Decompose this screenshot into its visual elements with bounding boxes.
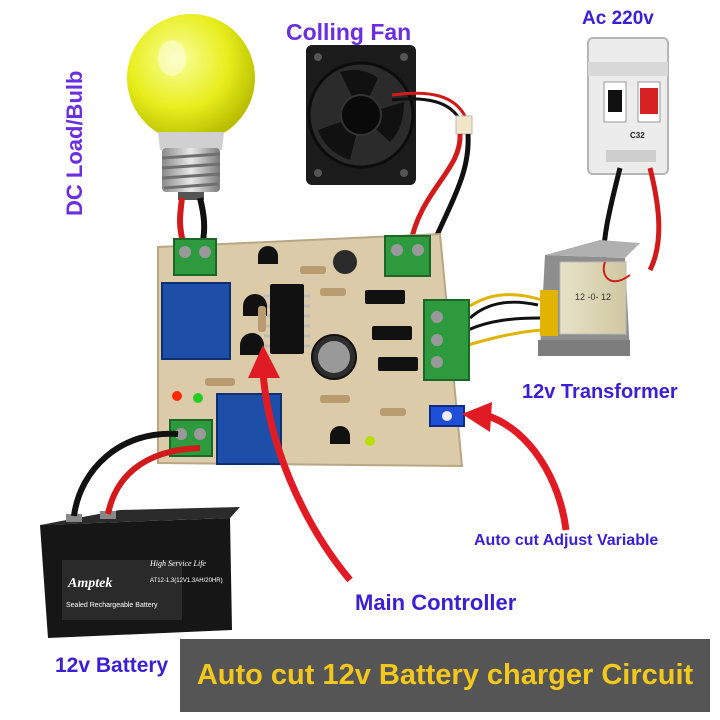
- label-ac-220v: Ac 220v: [582, 8, 654, 29]
- label-main-controller: Main Controller: [355, 590, 517, 615]
- arrow-main-controller: [248, 345, 353, 583]
- banner-title: Auto cut 12v Battery charger Circuit: [196, 659, 694, 691]
- dc-bulb: [127, 14, 255, 200]
- label-auto-cut-variable: Auto cut Adjust Variable: [474, 532, 659, 549]
- label-cooling-fan: Colling Fan: [286, 19, 412, 45]
- transformer: 12 -0- 12: [538, 240, 640, 356]
- label-battery: 12v Battery: [55, 654, 169, 677]
- label-transformer: 12v Transformer: [522, 381, 678, 403]
- label-dc-load-bulb: DC Load/Bulb: [62, 70, 87, 216]
- title-banner: Auto cut 12v Battery charger Circuit: [180, 639, 710, 712]
- battery-tagline: High Service Life: [149, 559, 206, 568]
- arrow-auto-cut: [462, 402, 570, 531]
- cooling-fan: [306, 45, 416, 185]
- transformer-marking: 12 -0- 12: [575, 292, 611, 302]
- battery: Amptek Sealed Rechargeable Battery High …: [40, 507, 240, 638]
- breaker-model: C32: [630, 131, 645, 140]
- battery-subtitle: Sealed Rechargeable Battery: [66, 602, 158, 609]
- ac-breaker: C32: [587, 37, 669, 175]
- pcb-board: [157, 232, 470, 468]
- battery-brand: Amptek: [67, 576, 112, 591]
- battery-model: AT12-1.3(12V1.3AH/20HR): [150, 578, 223, 584]
